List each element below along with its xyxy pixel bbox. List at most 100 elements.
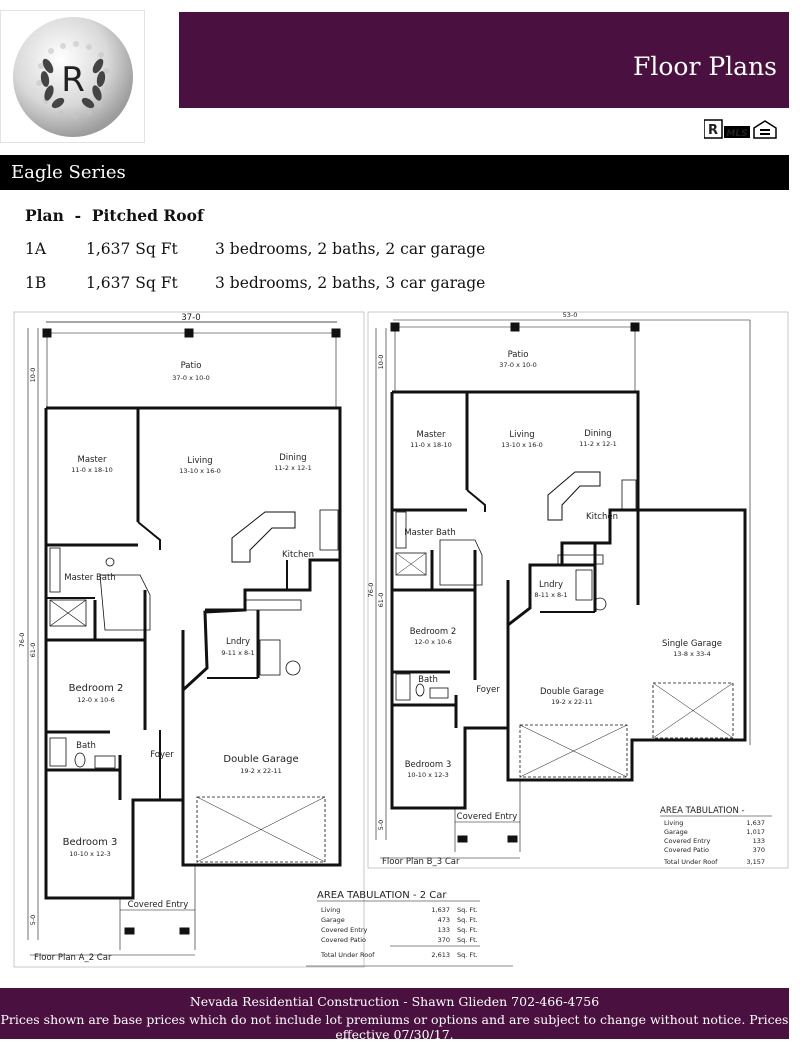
plan-id: 1A xyxy=(25,240,47,258)
laurel-wreath-icon xyxy=(40,58,106,109)
plan-b-bedroom3: Bedroom 3 xyxy=(405,760,452,770)
plan-b-caption: Floor Plan B_3 Car xyxy=(382,857,460,867)
plan-a-area-value: 473 xyxy=(438,916,450,924)
plan-a-patio: Patio xyxy=(181,361,202,371)
plan-b-patio: Patio xyxy=(508,350,529,360)
series-title: Eagle Series xyxy=(11,162,126,183)
plan-a-bedroom3: Bedroom 3 xyxy=(63,837,118,848)
plan-b-patio-size: 37-0 x 10-0 xyxy=(499,361,536,369)
plan-a-master-size: 11-0 x 18-10 xyxy=(71,466,113,474)
plan-a-area-tabulation: AREA TABULATION - 2 Car Living 1,637 Sq.… xyxy=(306,890,513,967)
company-logo: R xyxy=(0,10,145,143)
plan-a-living: Living xyxy=(187,456,212,466)
plan-a-patio-size: 37-0 x 10-0 xyxy=(172,374,209,382)
plan-b-area-value: 133 xyxy=(753,837,765,845)
plan-b-dim-top: 10-0 xyxy=(377,355,385,370)
plan-b-single-garage: Single Garage xyxy=(662,639,722,649)
plan-a-dim-top: 10-0 xyxy=(29,368,37,383)
plan-b-dining: Dining xyxy=(584,429,611,439)
floor-plans-drawing: 37-0 10-0 76-0 61-0 5-0 xyxy=(10,300,800,980)
plan-a-bath: Bath xyxy=(76,741,96,751)
plan-a-area-value: 133 xyxy=(438,926,450,934)
plan-description: 3 bedrooms, 2 baths, 2 car garage xyxy=(215,240,486,258)
plan-a-area-value: 1,637 xyxy=(431,906,450,914)
plan-b-master-size: 11-0 x 18-10 xyxy=(410,441,452,449)
plan-b-laundry: Lndry xyxy=(539,580,563,590)
plan-a-garage: Double Garage xyxy=(223,754,298,765)
logo-letter: R xyxy=(61,60,85,100)
plan-a-dining-size: 11-2 x 12-1 xyxy=(274,464,311,472)
plan-a-master: Master xyxy=(77,455,107,465)
plan-a-area-total-label: Total Under Roof xyxy=(320,951,375,959)
plan-a-bedroom3-size: 10-10 x 12-3 xyxy=(69,850,111,858)
plan-a-area-unit: Sq. Ft. xyxy=(457,926,478,934)
plan-b-foyer: Foyer xyxy=(476,685,500,695)
plan-b-bedroom2-size: 12-0 x 10-6 xyxy=(414,638,451,646)
plan-a-area-unit: Sq. Ft. xyxy=(457,936,478,944)
footer: Nevada Residential Construction - Shawn … xyxy=(0,988,789,1042)
plan-b-living: Living xyxy=(509,430,534,440)
plan-a-area-title: AREA TABULATION - 2 Car xyxy=(317,890,447,901)
floor-plan-b: 53-0 10-0 76-0 61-0 5-0 xyxy=(367,311,789,869)
plan-a-dim-bottom: 5-0 xyxy=(29,915,37,926)
plan-b-area-label: Covered Patio xyxy=(664,846,709,854)
plan-a-area-label: Covered Entry xyxy=(321,926,368,934)
plan-b-area-value: 1,017 xyxy=(746,828,765,836)
plan-a-caption: Floor Plan A_2 Car xyxy=(34,953,112,963)
plan-b-dim-total: 76-0 xyxy=(367,583,375,598)
plan-b-kitchen: Kitchen xyxy=(586,512,618,522)
plan-b-master-bath: Master Bath xyxy=(404,528,456,538)
plan-a-laundry-size: 9-11 x 8-1 xyxy=(221,649,254,657)
plan-a-area-label: Covered Patio xyxy=(321,936,366,944)
plan-b-bedroom2: Bedroom 2 xyxy=(410,627,457,637)
plan-a-bedroom2-size: 12-0 x 10-6 xyxy=(77,696,114,704)
plan-a-area-unit: Sq. Ft. xyxy=(457,916,478,924)
realtor-badges: R MLS xyxy=(703,118,778,140)
plan-b-double-garage-size: 19-2 x 22-11 xyxy=(551,698,593,706)
plan-description: 3 bedrooms, 2 baths, 3 car garage xyxy=(215,274,486,292)
plan-b-covered-entry: Covered Entry xyxy=(457,812,518,822)
plan-a-area-total-unit: Sq. Ft. xyxy=(457,951,478,959)
floor-plan-a: 37-0 10-0 76-0 61-0 5-0 xyxy=(13,311,365,968)
plan-b-area-title: AREA TABULATION - xyxy=(660,806,745,816)
plan-a-foyer: Foyer xyxy=(150,750,174,760)
plan-a-dining: Dining xyxy=(279,453,306,463)
plan-a-laundry: Lndry xyxy=(226,637,250,647)
plan-b-area-total-label: Total Under Roof xyxy=(663,858,718,866)
plan-sqft: 1,637 Sq Ft xyxy=(86,274,178,292)
plan-a-area-label: Living xyxy=(321,906,340,914)
plan-b-master: Master xyxy=(416,430,446,440)
plan-b-double-garage: Double Garage xyxy=(540,687,604,697)
realtor-icon xyxy=(703,119,723,139)
plan-a-area-value: 370 xyxy=(438,936,450,944)
plan-b-dim-mid: 61-0 xyxy=(377,593,385,608)
plan-a-area-total: 2,613 xyxy=(431,951,450,959)
plan-b-dim-bottom: 5-0 xyxy=(377,820,385,831)
plan-b-single-garage-size: 13-8 x 33-4 xyxy=(673,650,710,658)
page-title: Floor Plans xyxy=(633,52,777,81)
plan-a-bedroom2: Bedroom 2 xyxy=(69,683,124,694)
plan-sqft: 1,637 Sq Ft xyxy=(86,240,178,258)
footer-disclaimer: Prices shown are base prices which do no… xyxy=(0,1012,789,1042)
plan-b-dining-size: 11-2 x 12-1 xyxy=(579,440,616,448)
plan-b-area-label: Garage xyxy=(664,828,688,836)
plan-a-area-label: Garage xyxy=(321,916,345,924)
plan-a-area-unit: Sq. Ft. xyxy=(457,906,478,914)
plan-a-dim-mid: 61-0 xyxy=(29,643,37,658)
plan-a-covered-entry: Covered Entry xyxy=(128,900,189,910)
plan-b-bedroom3-size: 10-10 x 12-3 xyxy=(407,771,449,779)
equal-housing-icon xyxy=(753,120,777,139)
realtor-icon-letter: R xyxy=(708,123,718,138)
golf-ball-icon xyxy=(13,17,133,137)
plan-b-area-label: Covered Entry xyxy=(664,837,711,845)
plan-b-living-size: 13-10 x 16-0 xyxy=(501,441,543,449)
plan-a-master-bath: Master Bath xyxy=(64,573,116,583)
plan-a-width-dim: 37-0 xyxy=(181,313,200,323)
plan-b-area-total: 3,157 xyxy=(746,858,765,866)
mls-icon xyxy=(724,126,750,138)
plan-a-living-size: 13-10 x 16-0 xyxy=(179,467,221,475)
plan-a-kitchen: Kitchen xyxy=(282,550,314,560)
plan-a-dim-total: 76-0 xyxy=(18,633,26,648)
plan-b-bath: Bath xyxy=(418,675,438,685)
plan-b-area-tabulation: AREA TABULATION - Living 1,637 Garage 1,… xyxy=(660,806,772,866)
